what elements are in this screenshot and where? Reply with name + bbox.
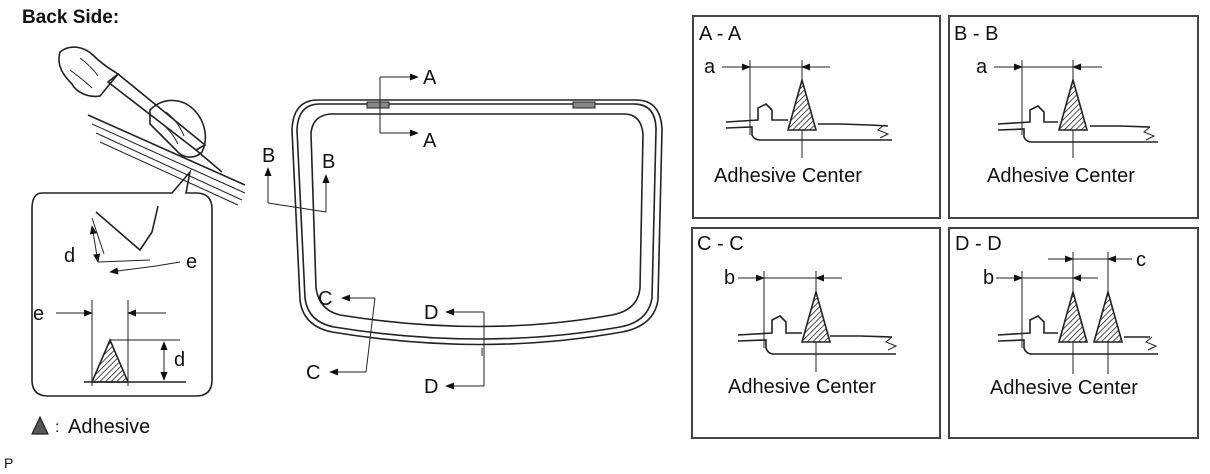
hand-applying-adhesive-illustration — [58, 46, 246, 206]
panel-c-title: C - C — [697, 233, 744, 255]
panel-b-adhesive-bead — [1057, 77, 1089, 131]
adhesive-legend: : Adhesive — [31, 415, 150, 438]
section-b-cutline: B B — [262, 145, 335, 213]
panel-d-dim-left-label: b — [983, 267, 994, 289]
panel-d-adhesive-bead-left — [1057, 289, 1089, 343]
panel-section-d-d: D - D b c Adhesive Center — [948, 227, 1199, 439]
section-b-right-label: B — [322, 151, 335, 173]
dim-d-upper-arrow — [89, 225, 101, 263]
adhesive-legend-icon — [31, 415, 49, 435]
section-a-top-label: A — [423, 67, 437, 89]
panel-section-c-c: C - C b Adhesive Center — [691, 227, 941, 439]
footer-code: P — [4, 455, 13, 471]
dim-e-upper-label: e — [186, 251, 197, 273]
section-c-top-label: C — [318, 288, 332, 310]
section-d-cutline: D D — [424, 302, 485, 398]
page-title: Back Side: — [22, 7, 119, 28]
panel-a-dim-label: a — [704, 56, 716, 78]
legend-separator: : — [55, 419, 59, 436]
section-d-top-label: D — [424, 302, 438, 324]
panel-c-adhesive-bead — [800, 289, 832, 343]
panel-section-a-a: A - A a Adhesive Center — [692, 15, 941, 219]
dim-e-upper-arrow — [109, 265, 157, 275]
legend-label: Adhesive — [68, 416, 150, 438]
panel-c-dim-label: b — [724, 267, 735, 289]
panel-c-caption: Adhesive Center — [728, 376, 876, 398]
panel-b-title: B - B — [954, 23, 998, 45]
section-a-bottom-label: A — [423, 130, 437, 152]
panel-a-adhesive-bead — [786, 77, 818, 131]
panel-d-dim-right-label: c — [1136, 249, 1146, 271]
back-glass-outline — [291, 99, 663, 356]
panel-b-caption: Adhesive Center — [987, 165, 1135, 187]
dim-d-upper-label: d — [64, 245, 75, 267]
panel-a-title: A - A — [699, 23, 742, 45]
section-b-left-label: B — [262, 145, 275, 167]
panel-d-adhesive-bead-right — [1092, 289, 1124, 343]
section-d-bottom-label: D — [424, 376, 438, 398]
panel-b-dim-label: a — [976, 56, 988, 78]
panel-section-b-b: B - B a Adhesive Center — [948, 15, 1199, 219]
clip-left — [366, 101, 390, 109]
dim-e-lower-label: e — [33, 303, 44, 325]
adhesive-shape-callout: d e e d — [31, 169, 213, 397]
panel-d-title: D - D — [955, 233, 1002, 255]
panel-d-caption: Adhesive Center — [990, 377, 1138, 399]
panel-a-caption: Adhesive Center — [714, 165, 862, 187]
section-c-cutline: C C — [306, 288, 376, 384]
adhesive-bead-triangle — [90, 337, 130, 383]
clip-right — [572, 101, 596, 109]
section-a-cutline: A A — [379, 67, 437, 152]
dim-d-lower-label: d — [174, 349, 185, 371]
section-c-bottom-label: C — [306, 362, 320, 384]
